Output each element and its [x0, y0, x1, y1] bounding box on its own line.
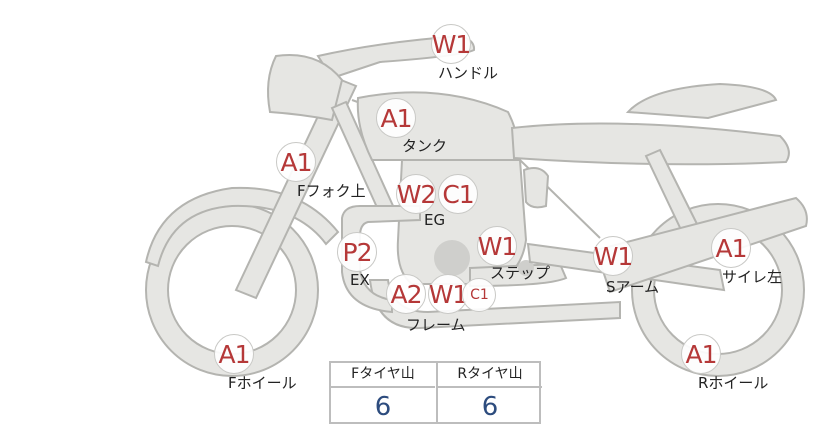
tank-label: タンク: [402, 137, 448, 155]
handle-code: W1: [431, 29, 472, 59]
frame-badge-2[interactable]: W1: [428, 274, 468, 314]
step-label: ステップ: [490, 264, 551, 282]
rear-wheel-label: Rホイール: [698, 374, 769, 392]
rear-tire-header: Rタイヤ山: [438, 363, 542, 388]
rear-tire-value[interactable]: 6: [481, 392, 499, 422]
engine-cover-shape: [434, 240, 470, 276]
step-code: W1: [477, 231, 518, 261]
frame-badge-3[interactable]: C1: [462, 278, 496, 312]
frame-badge-1[interactable]: A2: [386, 274, 426, 314]
seat-shape: [510, 122, 790, 166]
silencer-left-badge[interactable]: A1: [711, 228, 751, 268]
frame-code-3: C1: [470, 287, 489, 303]
frame-code-1: A2: [390, 279, 422, 309]
engine-badge-2[interactable]: C1: [438, 174, 478, 214]
frame-label: フレーム: [406, 316, 466, 334]
handle-label: ハンドル: [438, 64, 499, 82]
rear-tire-column: Rタイヤ山 6: [436, 363, 542, 422]
silencer-left-code: A1: [715, 233, 747, 263]
engine-badge-1[interactable]: W2: [396, 174, 436, 214]
cylinder-shape: [522, 167, 550, 209]
rear-wheel-code: A1: [685, 339, 717, 369]
exhaust-code: P2: [342, 237, 373, 267]
step-badge[interactable]: W1: [477, 226, 517, 266]
tire-tread-table: Fタイヤ山 6 Rタイヤ山 6: [329, 361, 542, 424]
front-wheel-label: Fホイール: [228, 374, 297, 392]
rear-wheel-badge[interactable]: A1: [681, 334, 721, 374]
tank-code: A1: [380, 103, 412, 133]
engine-code-1: W2: [396, 179, 437, 209]
swing-arm-code: W1: [593, 241, 634, 271]
rear-cowl-shape: [625, 82, 778, 120]
front-fork-label: Fフォク上: [297, 182, 366, 200]
engine-code-2: C1: [442, 179, 474, 209]
exhaust-label: EX: [350, 271, 370, 289]
engine-label: EG: [424, 211, 446, 229]
step-peg-shape: [518, 260, 534, 276]
front-tire-value[interactable]: 6: [374, 392, 392, 422]
swing-arm-badge[interactable]: W1: [593, 236, 633, 276]
handle-badge[interactable]: W1: [431, 24, 471, 64]
front-wheel-badge[interactable]: A1: [214, 334, 254, 374]
headlight-shape: [267, 54, 344, 122]
swing-arm-label: Sアーム: [606, 278, 660, 296]
silencer-shape: [594, 196, 808, 294]
tank-badge[interactable]: A1: [376, 98, 416, 138]
front-tire-column: Fタイヤ山 6: [331, 363, 435, 422]
frame-code-2: W1: [428, 279, 469, 309]
front-tire-header: Fタイヤ山: [331, 363, 435, 388]
front-wheel-code: A1: [218, 339, 250, 369]
front-fork-badge[interactable]: A1: [276, 142, 316, 182]
front-fork-code: A1: [280, 147, 312, 177]
silencer-left-label: サイレ左: [722, 268, 783, 286]
exhaust-badge[interactable]: P2: [337, 232, 377, 272]
